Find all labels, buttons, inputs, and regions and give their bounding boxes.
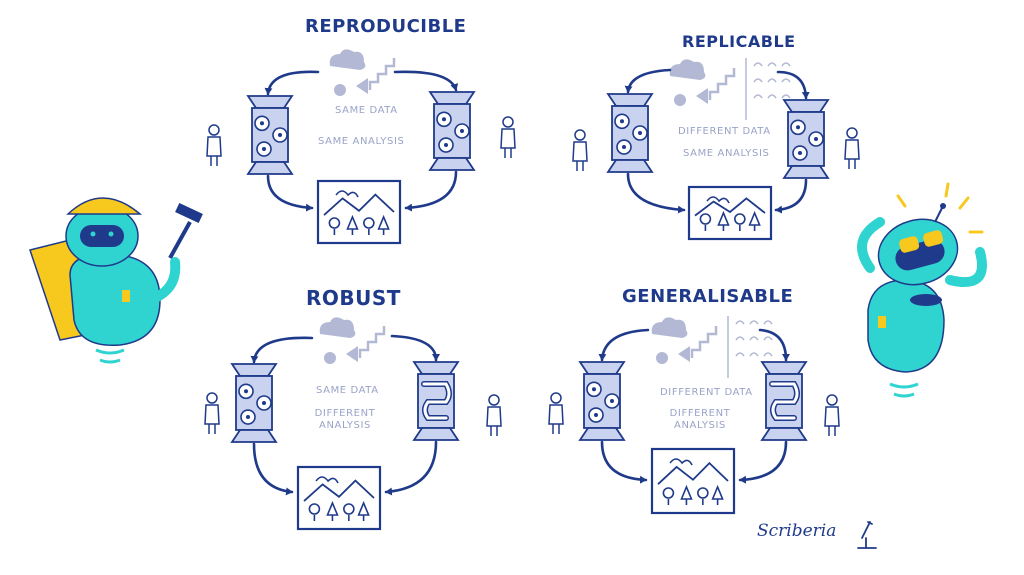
scientist-icon xyxy=(824,394,840,436)
pipe-machine-icon xyxy=(412,361,460,441)
landscape-picture-icon xyxy=(687,185,773,241)
arrow xyxy=(266,174,314,212)
pipe-machine-icon xyxy=(760,361,808,441)
panel-title-replicable: REPLICABLE xyxy=(682,32,796,51)
data-label-replicable: DIFFERENT DATA xyxy=(678,126,771,137)
arrow xyxy=(600,440,648,484)
scientist-icon xyxy=(206,124,222,166)
data-label-generalisable: DIFFERENT DATA xyxy=(660,387,753,398)
gear-machine-icon xyxy=(782,99,830,179)
arrow xyxy=(598,328,650,362)
arrow xyxy=(390,334,440,362)
gear-machine-icon xyxy=(606,93,654,173)
arrow xyxy=(384,440,438,496)
landscape-picture-icon xyxy=(316,179,402,245)
data-cloud-icon xyxy=(319,317,386,364)
arrow xyxy=(252,442,294,496)
arrow xyxy=(404,170,458,212)
landscape-picture-icon xyxy=(650,447,736,515)
arrow xyxy=(738,440,788,484)
arrow xyxy=(776,70,810,100)
panel-title-generalisable: GENERALISABLE xyxy=(622,286,794,307)
panel-title-robust: ROBUST xyxy=(306,286,401,310)
analysis-label-robust: DIFFERENT ANALYSIS xyxy=(314,408,376,431)
scientist-icon xyxy=(500,116,516,158)
scientist-icon xyxy=(844,127,860,169)
data-cloud-icon xyxy=(651,316,773,378)
analysis-label-replicable: SAME ANALYSIS xyxy=(683,148,770,159)
robot-with-hammer-icon xyxy=(29,197,203,364)
scientist-icon xyxy=(572,129,588,171)
arrow xyxy=(393,70,459,92)
arrow xyxy=(774,178,808,214)
analysis-label-reproducible: SAME ANALYSIS xyxy=(318,136,405,147)
gear-machine-icon xyxy=(230,363,278,443)
analysis-label-generalisable: DIFFERENT ANALYSIS xyxy=(669,408,731,431)
arrow xyxy=(264,70,320,96)
data-cloud-icon xyxy=(669,58,791,120)
arrow xyxy=(758,328,790,362)
signature: Scriberia xyxy=(757,521,837,541)
landscape-picture-icon xyxy=(296,465,382,531)
arrow xyxy=(250,336,314,364)
arrow xyxy=(624,68,672,94)
scientist-icon xyxy=(548,392,564,434)
data-label-robust: SAME DATA xyxy=(316,385,379,396)
gear-machine-icon xyxy=(428,91,476,171)
scientist-icon xyxy=(204,392,220,434)
scientist-icon xyxy=(486,394,502,436)
microscope-icon xyxy=(857,521,877,549)
arrow xyxy=(626,172,686,214)
panel-title-reproducible: REPRODUCIBLE xyxy=(305,16,467,37)
data-label-reproducible: SAME DATA xyxy=(335,105,398,116)
gear-machine-icon xyxy=(578,361,626,441)
gear-machine-icon xyxy=(246,95,294,175)
robot-with-sunglasses-icon xyxy=(857,182,987,398)
data-cloud-icon xyxy=(329,49,396,96)
